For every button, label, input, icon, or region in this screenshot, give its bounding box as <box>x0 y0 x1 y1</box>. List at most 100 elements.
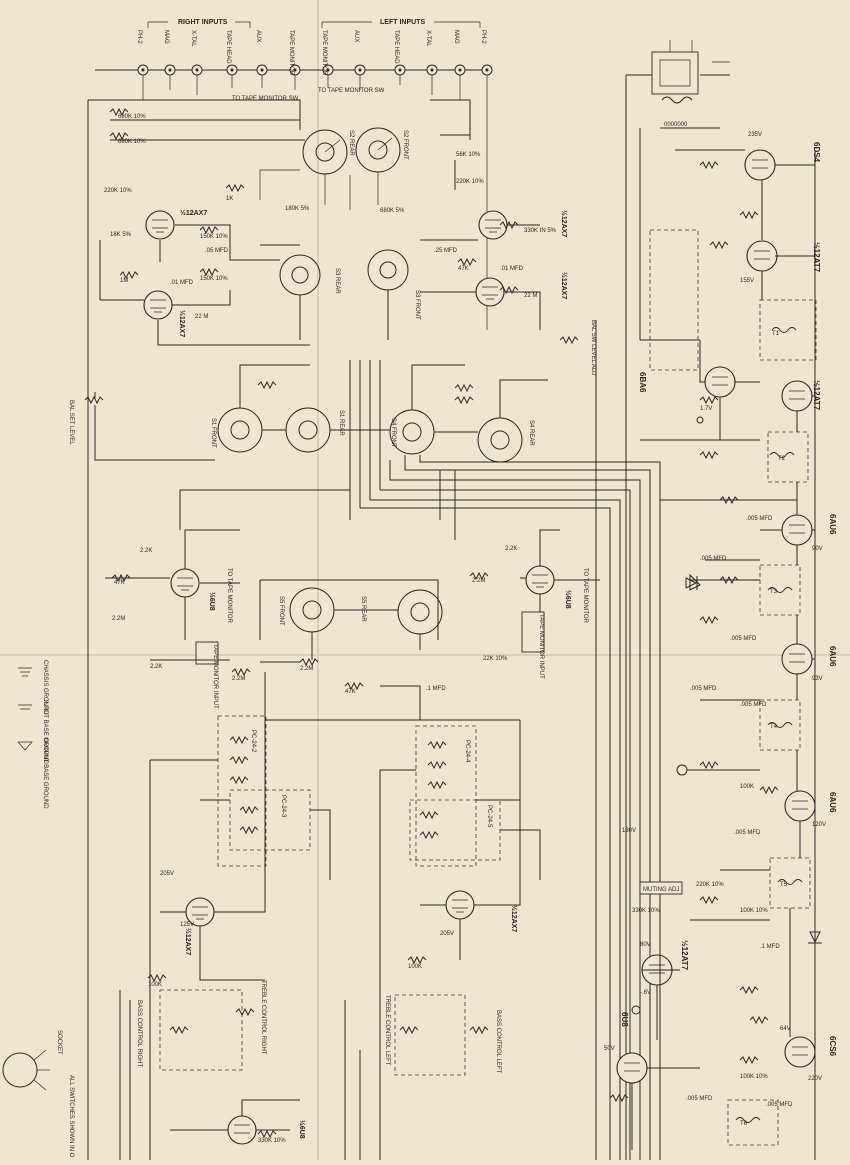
jack-label: X-TAL <box>190 30 196 47</box>
svg-text:T3: T3 <box>770 589 778 595</box>
resistor-label: 100K <box>408 964 422 970</box>
input-jack[interactable] <box>164 64 176 76</box>
resistor-label: 47K <box>114 580 125 586</box>
voltage-label: 130V <box>622 828 636 834</box>
tube-v13-6au6: 6AU6 <box>784 790 837 822</box>
if-transformer-t4: T4 <box>759 699 801 751</box>
antenna-input-block <box>651 40 730 104</box>
capacitor-label: .005 MFD <box>686 1096 713 1102</box>
svg-text:PC-24-4: PC-24-4 <box>464 740 470 763</box>
input-jack[interactable] <box>426 64 438 76</box>
input-jack[interactable] <box>454 64 466 76</box>
switch-label: S5 FRONT <box>278 596 284 626</box>
selector-switch-s1-rear[interactable] <box>285 407 331 453</box>
treble-control-left[interactable]: TREBLE CONTROL LEFT <box>384 995 419 1066</box>
tube-type: ½12AT7 <box>680 940 689 971</box>
pc-24-3-box: PC-24-3 <box>229 789 311 851</box>
bal-sw-level-adj[interactable]: BAL SW LEVEL ADJ <box>559 320 596 375</box>
voltage-label: 50V <box>604 1046 615 1052</box>
voltage-label: 155V <box>740 278 754 284</box>
capacitor-label: .1 MFD <box>426 686 446 692</box>
if-transformer-t5: T5 <box>769 857 811 909</box>
svg-text:T2: T2 <box>778 456 786 462</box>
tape-monitor-note: TO TAPE MONITOR SW <box>232 96 299 102</box>
resistor-label: 220K 10% <box>696 882 724 888</box>
if-transformer-t1: T1 <box>759 299 817 361</box>
tube-v11-6au6: 6AU6 <box>781 514 837 546</box>
jack-label: AUX <box>255 30 261 42</box>
voltage-label: 1.7V <box>700 406 712 412</box>
tube-type: ½12AX7 <box>180 209 207 217</box>
tube-type: ½6U8 <box>564 590 572 609</box>
selector-switch-s4-front[interactable] <box>289 587 335 633</box>
test-point[interactable] <box>696 416 704 424</box>
treble-control-right[interactable]: TREBLE CONTROL RIGHT <box>235 980 266 1055</box>
capacitor-label: .005 MFD <box>700 556 727 562</box>
input-jack[interactable] <box>256 64 268 76</box>
input-jack[interactable] <box>354 64 366 76</box>
svg-text:BASS CONTROL LEFT: BASS CONTROL LEFT <box>495 1010 501 1073</box>
svg-text:T4: T4 <box>770 724 778 730</box>
if-transformer-t6: T6 <box>727 1099 779 1146</box>
selector-switch-s1-front[interactable] <box>217 407 263 453</box>
bass-control-left[interactable]: BASS CONTROL LEFT <box>469 1010 501 1073</box>
tube-type: ½12AX7 <box>184 928 192 955</box>
legend-label: OUTPUT BASE GROUND <box>42 738 48 809</box>
tube-type: ½12AX7 <box>560 210 568 237</box>
resistor-label: 150K 10% <box>200 276 228 282</box>
switch-label: S2 FRONT <box>402 130 408 160</box>
resistor-label: 100K <box>740 784 754 790</box>
tape-monitor-input-box[interactable]: TAPE MONITOR INPUT <box>521 611 545 679</box>
resistor-label: 2.2K <box>505 546 517 552</box>
selector-switch-s2-front[interactable] <box>355 127 401 173</box>
svg-text:MUTING ADJ: MUTING ADJ <box>643 887 679 893</box>
input-jack[interactable] <box>481 64 493 76</box>
voltage-label: 90V <box>812 546 823 552</box>
resistor-label: 22 M <box>524 293 537 299</box>
muting-adj-box[interactable]: MUTING ADJ <box>639 881 683 895</box>
svg-text:PC-24-3: PC-24-3 <box>280 795 286 818</box>
tube-v2a: ½12AX7 <box>478 210 568 240</box>
selector-switch-s2-front-b[interactable] <box>367 249 409 291</box>
selector-switch-s4-rear[interactable] <box>397 589 443 635</box>
tape-monitor-input-box[interactable]: TAPE MONITOR INPUT <box>195 641 219 709</box>
jack-label: TAPE MONITOR <box>288 30 294 76</box>
resistor-label: 2.2K <box>140 548 152 554</box>
tube-type: ½12AX7 <box>560 272 568 299</box>
capacitor-label: .005 MFD <box>766 1102 793 1108</box>
bal-set-level-pot[interactable]: BAL SET LEVEL <box>68 392 104 445</box>
switch-label: S5 REAR <box>360 596 366 622</box>
diode <box>685 576 698 590</box>
switch-label: S1 FRONT <box>210 418 216 448</box>
test-point[interactable] <box>676 764 688 776</box>
resistor-label: 2.2M <box>300 666 313 672</box>
resistor-label: 1M <box>120 278 128 284</box>
tube-type: 6AU6 <box>828 514 837 535</box>
selector-switch-s3-rear[interactable] <box>477 417 523 463</box>
svg-text:TREBLE CONTROL RIGHT: TREBLE CONTROL RIGHT <box>260 980 266 1055</box>
svg-text:TAPE MONITOR INPUT: TAPE MONITOR INPUT <box>538 614 544 679</box>
voltage-label: 125V <box>180 922 194 928</box>
test-point[interactable] <box>631 1005 641 1015</box>
resistor-label: 180K 5% <box>285 206 310 212</box>
tone-box-left-lower <box>159 989 243 1071</box>
input-jack[interactable] <box>191 64 203 76</box>
selector-switch-s2-rear-b[interactable] <box>279 254 321 296</box>
input-jack[interactable] <box>226 64 238 76</box>
svg-text:T5: T5 <box>780 882 788 888</box>
tube-type: 6AU6 <box>828 646 837 667</box>
input-jack[interactable] <box>394 64 406 76</box>
svg-text:½6U8: ½6U8 <box>298 1120 306 1139</box>
tube-type: ½6U8 <box>208 592 216 611</box>
selector-switch-s2-rear[interactable] <box>302 129 348 175</box>
jack-label: X-TAL <box>425 30 431 47</box>
svg-text:T6: T6 <box>740 1121 748 1127</box>
jack-label: TAPE HEAD <box>393 30 399 64</box>
bass-control-right[interactable]: BASS CONTROL RIGHT <box>136 1000 189 1067</box>
resistor-label: 220K 10% <box>456 179 484 185</box>
left-inputs-header: LEFT INPUTS <box>321 19 481 28</box>
svg-text:TAPE MONITOR INPUT: TAPE MONITOR INPUT <box>212 644 218 709</box>
jack-label: AUX <box>353 30 359 42</box>
input-jack[interactable] <box>137 64 149 76</box>
jack-label: PH-2 <box>480 30 486 44</box>
